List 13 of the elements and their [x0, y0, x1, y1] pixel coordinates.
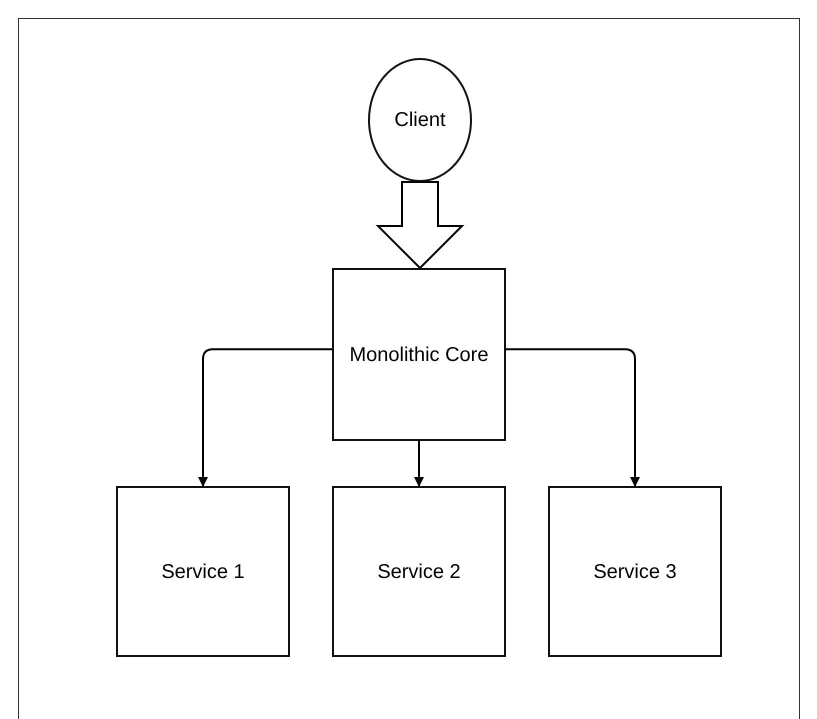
process-box	[332, 268, 506, 441]
process-box	[116, 486, 290, 657]
node-label: Service 3	[592, 560, 678, 584]
arrow	[506, 348, 640, 487]
process-box	[332, 486, 506, 657]
block-arrow	[376, 181, 464, 270]
process-box	[548, 486, 722, 657]
node-label: Service 1	[160, 560, 246, 584]
arrow	[198, 348, 332, 487]
arrow	[414, 441, 424, 487]
node-label: Monolithic Core	[348, 342, 490, 368]
node-label: Service 2	[376, 560, 462, 584]
node-label: Client	[393, 108, 447, 133]
